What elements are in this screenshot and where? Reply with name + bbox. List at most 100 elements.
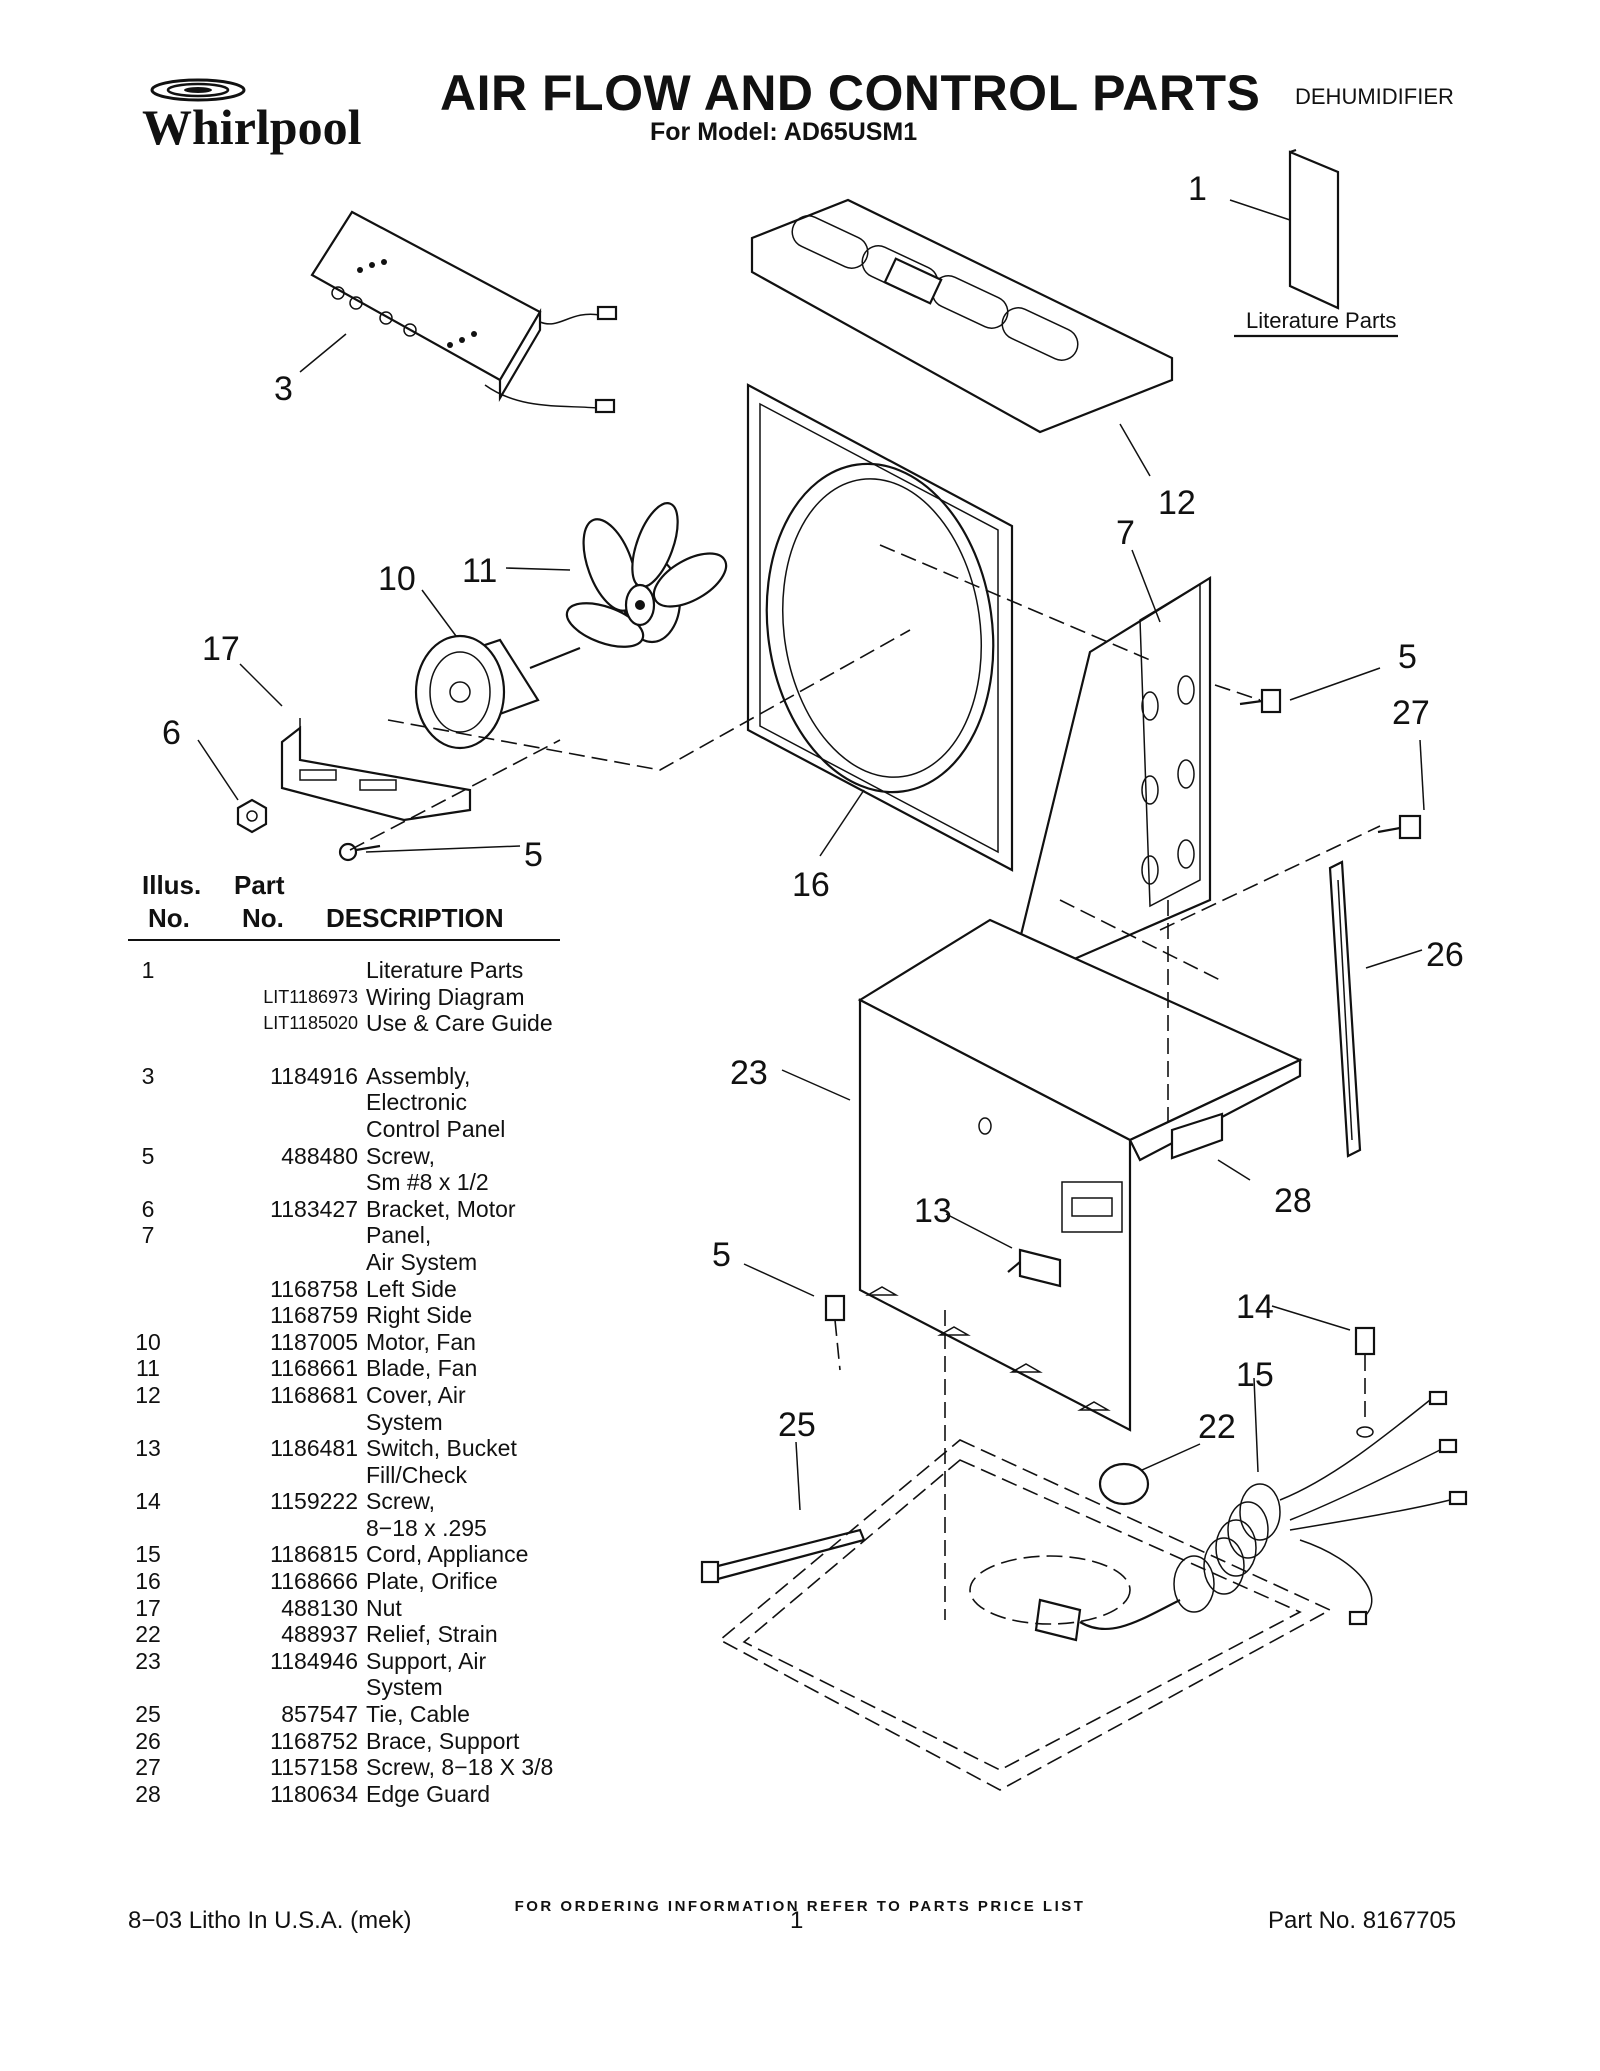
illus-no <box>128 1276 168 1303</box>
illus-no: 27 <box>135 1754 161 1781</box>
appliance-cord <box>1034 1390 1468 1642</box>
part-no: 1168661 <box>270 1355 358 1382</box>
part-description: Panel, <box>366 1222 432 1249</box>
callout-23: 23 <box>730 1054 768 1092</box>
part-no: 857547 <box>281 1701 358 1728</box>
bucket-switch <box>1007 1248 1062 1288</box>
screw-bracket <box>338 842 381 862</box>
illus-no <box>128 1169 168 1196</box>
illus-no <box>128 984 168 1011</box>
part-header-line2: No. <box>242 903 284 933</box>
callout-28: 28 <box>1274 1182 1312 1220</box>
table-row: 22 488937 Relief, Strain <box>128 1621 568 1648</box>
table-row: LIT1185020 Use & Care Guide <box>128 1010 568 1037</box>
illus-no <box>128 1116 168 1143</box>
part-description: Wiring Diagram <box>366 983 525 1010</box>
parts-table-header: Illus. No. Part No. DESCRIPTION <box>128 870 558 940</box>
illus-no: 15 <box>135 1541 161 1568</box>
page-title: AIR FLOW AND CONTROL PARTS <box>440 65 1261 121</box>
part-no: 488937 <box>281 1621 358 1648</box>
part-description: Air System <box>366 1248 478 1275</box>
callout-3: 3 <box>274 370 293 408</box>
callout-5-bracket: 5 <box>524 836 543 874</box>
table-row: Sm #8 x 1/2 <box>128 1169 568 1196</box>
callout-labels: 1 3 12 7 10 11 17 6 5 5 27 16 26 23 28 1… <box>162 170 1464 1446</box>
callout-22: 22 <box>1198 1408 1236 1446</box>
svg-text:Whirlpool: Whirlpool <box>142 99 362 155</box>
description-header: DESCRIPTION <box>326 903 504 933</box>
literature-booklet <box>1234 148 1398 338</box>
part-description: 8−18 x .295 <box>366 1514 487 1541</box>
part-description: Support, Air <box>366 1647 487 1674</box>
callout-26: 26 <box>1426 936 1464 974</box>
part-description: Assembly, <box>366 1062 471 1089</box>
table-row: 15 1186815 Cord, Appliance <box>128 1541 568 1568</box>
part-description: Electronic <box>366 1089 467 1116</box>
part-no: 488480 <box>281 1142 358 1169</box>
illus-no: 28 <box>135 1780 161 1807</box>
illus-no <box>128 1089 168 1116</box>
illus-no: 17 <box>135 1594 161 1621</box>
illus-no: 14 <box>135 1488 161 1515</box>
fan-blade <box>565 502 728 648</box>
part-description: Right Side <box>366 1302 473 1329</box>
part-no: 1168666 <box>270 1568 358 1595</box>
callout-10: 10 <box>378 560 416 598</box>
table-row: 23 1184946 Support, Air <box>128 1648 568 1675</box>
illus-no: 5 <box>141 1142 155 1169</box>
illus-no: 26 <box>135 1727 161 1754</box>
table-row: 13 1186481 Switch, Bucket <box>128 1435 568 1462</box>
control-panel-assembly <box>310 210 618 414</box>
part-no: 1168758 <box>270 1275 358 1302</box>
part-no: LIT1185020 <box>263 1013 358 1034</box>
part-no: 1187005 <box>270 1328 358 1355</box>
air-system-cover <box>750 198 1174 434</box>
illus-no <box>128 1409 168 1436</box>
illus-no: 16 <box>135 1568 161 1595</box>
callout-17: 17 <box>202 630 240 668</box>
callout-11: 11 <box>462 552 497 590</box>
part-no <box>168 1169 366 1196</box>
illus-header-line1: Illus. <box>142 870 202 900</box>
table-spacer <box>128 1037 568 1063</box>
table-row: 28 1180634 Edge Guard <box>128 1781 568 1808</box>
part-description: System <box>366 1674 443 1701</box>
part-no <box>168 1409 366 1436</box>
illus-no: 12 <box>135 1381 161 1408</box>
part-no <box>168 1116 366 1143</box>
illus-no: 25 <box>135 1701 161 1728</box>
part-description: Literature Parts <box>366 957 524 983</box>
part-description: Brace, Support <box>366 1727 520 1754</box>
part-description: Screw, <box>366 1142 436 1169</box>
part-no: 1168681 <box>270 1381 358 1408</box>
table-row: Electronic <box>128 1089 568 1116</box>
part-no: 1183427 <box>270 1195 358 1222</box>
illus-no: 7 <box>141 1222 155 1249</box>
callout-16: 16 <box>792 866 830 904</box>
part-description: Screw, <box>366 1488 436 1515</box>
air-system-support <box>857 918 1303 1432</box>
table-row: 17 488130 Nut <box>128 1595 568 1622</box>
illus-header-line2: No. <box>148 903 190 933</box>
document-part-number: Part No. 8167705 <box>1268 1907 1457 1934</box>
part-description: Nut <box>366 1594 402 1621</box>
illus-no: 10 <box>135 1328 161 1355</box>
part-no: LIT1186973 <box>263 986 358 1007</box>
illus-no <box>128 1462 168 1489</box>
part-no: 1184916 <box>270 1062 358 1089</box>
table-row: 6 1183427 Bracket, Motor <box>128 1196 568 1223</box>
part-no: 1186815 <box>270 1541 358 1568</box>
table-row: 1 Literature Parts <box>128 957 568 984</box>
table-row: LIT1186973 Wiring Diagram <box>128 984 568 1011</box>
nut <box>236 798 268 834</box>
table-row: 11 1168661 Blade, Fan <box>128 1355 568 1382</box>
illus-no: 1 <box>141 957 155 983</box>
part-description: Cord, Appliance <box>366 1541 529 1568</box>
table-row: 3 1184916 Assembly, <box>128 1063 568 1090</box>
screw-27 <box>1377 814 1422 840</box>
table-row: 1168759 Right Side <box>128 1302 568 1329</box>
orifice-plate <box>746 383 1014 872</box>
callout-5-lower: 5 <box>712 1236 731 1274</box>
part-description: Fill/Check <box>366 1461 467 1488</box>
part-description: Plate, Orifice <box>366 1568 498 1595</box>
